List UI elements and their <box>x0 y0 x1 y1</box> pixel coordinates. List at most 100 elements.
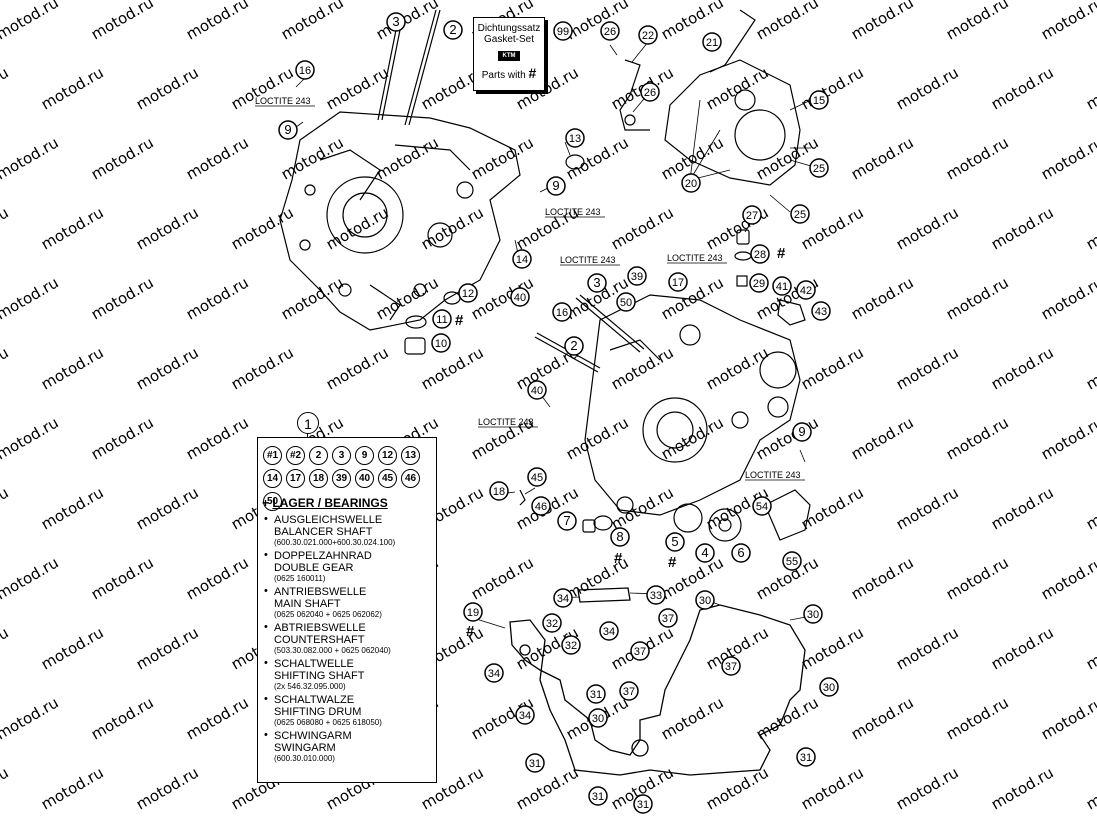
callout-number: 55 <box>786 556 798 568</box>
watermark-text: motod.ru <box>88 553 157 603</box>
callout-circle <box>542 613 562 633</box>
callout-circle <box>586 684 606 704</box>
callout-number: 33 <box>650 590 662 602</box>
gasket-set-hash: # <box>455 312 464 329</box>
bearing-german-name: ABTRIEBSWELLE <box>274 622 366 634</box>
watermark-text: motod.ru <box>893 63 962 113</box>
callout-46: 46 <box>531 496 551 516</box>
callout-number: 12 <box>462 288 474 300</box>
bearing-german-name: SCHALTWELLE <box>274 658 354 670</box>
included-part-chip: 45 <box>378 469 397 488</box>
watermark-text: motod.ru <box>38 343 107 393</box>
callout-20: 20 <box>681 173 701 193</box>
callout-circle <box>527 380 547 400</box>
callout-number: 19 <box>467 607 479 619</box>
callout-circle <box>587 273 607 293</box>
bearings-heading: + LAGER / BEARINGS <box>262 496 388 510</box>
callout-number: 31 <box>800 752 812 764</box>
callout-circle <box>742 205 762 225</box>
bearing-english-name: SHIFTING DRUM <box>274 706 362 718</box>
callout-30: 30 <box>588 708 608 728</box>
callout-3: 3 <box>386 12 406 32</box>
included-part-chip: 17 <box>286 469 305 488</box>
watermark-text: motod.ru <box>1038 413 1097 463</box>
callout-circle <box>431 333 451 353</box>
watermark-text: motod.ru <box>323 203 392 253</box>
callout-circle <box>668 272 688 292</box>
included-part-chip: 9 <box>355 446 374 465</box>
callout-circle <box>809 90 829 110</box>
callout-2: 2 <box>564 336 584 356</box>
callout-circle <box>749 273 769 293</box>
callout-circle <box>552 302 572 322</box>
small-parts-drawing <box>404 154 811 542</box>
watermark-text: motod.ru <box>563 0 632 43</box>
callout-circle <box>803 604 823 624</box>
callout-circle <box>599 621 619 641</box>
watermark-text: motod.ru <box>38 63 107 113</box>
gasket-set-english-label: Gasket-Set <box>483 34 535 45</box>
watermark-text: motod.ru <box>563 413 632 463</box>
watermark-text: motod.ru <box>88 133 157 183</box>
included-part-chip: 12 <box>378 446 397 465</box>
callout-number: 7 <box>563 513 570 528</box>
watermark-text: motod.ru <box>848 553 917 603</box>
callout-number: 32 <box>546 618 558 630</box>
watermark-text: motod.ru <box>753 0 822 43</box>
watermark-text: motod.ru <box>323 343 392 393</box>
callout-circle <box>432 309 452 329</box>
watermark-text: motod.ru <box>0 273 62 323</box>
left-crankcase-drawing <box>279 111 521 331</box>
watermark-text: motod.ru <box>183 693 252 743</box>
watermark-text: motod.ru <box>798 763 867 813</box>
callout-circle <box>386 12 406 32</box>
loctite-label: LOCTITE 243 <box>745 470 801 480</box>
callout-number: 26 <box>604 26 616 38</box>
included-part-chip: 40 <box>355 469 374 488</box>
included-part-chip: #1 <box>263 446 282 465</box>
watermark-text: motod.ru <box>0 413 62 463</box>
watermark-text: motod.ru <box>183 273 252 323</box>
callout-37: 37 <box>721 656 741 676</box>
callout-number: 43 <box>815 306 827 318</box>
callout-50: 50 <box>616 292 636 312</box>
included-part-chip: 39 <box>332 469 351 488</box>
callout-30: 30 <box>819 677 839 697</box>
callout-30: 30 <box>695 590 715 610</box>
callout-circle <box>610 527 630 547</box>
callout-8: 8 <box>610 527 630 547</box>
callout-9: 9 <box>546 176 566 196</box>
watermark-text: motod.ru <box>798 483 867 533</box>
callout-number: 16 <box>556 307 568 319</box>
callout-number: 34 <box>603 626 615 638</box>
callout-circle <box>295 60 315 80</box>
callout-number: 25 <box>794 209 806 221</box>
callout-number: 41 <box>776 281 788 293</box>
callout-number: 13 <box>569 133 581 145</box>
callout-34: 34 <box>599 621 619 641</box>
callout-circle <box>695 590 715 610</box>
callout-14: 14 <box>512 249 532 269</box>
stud-bolts-top <box>377 9 441 126</box>
watermark-text: motod.ru <box>753 133 822 183</box>
watermark-text: motod.ru <box>943 0 1012 43</box>
callout-54: 54 <box>752 496 772 516</box>
callout-31: 31 <box>633 794 653 814</box>
watermark-text: motod.ru <box>183 553 252 603</box>
callout-circle <box>796 280 816 300</box>
callout-circle <box>633 794 653 814</box>
callout-28: 28 <box>750 244 770 264</box>
callout-circle <box>561 635 581 655</box>
right-crankcase-drawing <box>584 294 801 516</box>
bearing-german-name: SCHALTWALZE <box>274 694 355 706</box>
watermark-text: motod.ru <box>943 693 1012 743</box>
callout-40: 40 <box>510 287 530 307</box>
callout-circle <box>527 467 547 487</box>
callout-17: 17 <box>668 272 688 292</box>
watermark-text: motod.ru <box>703 763 772 813</box>
callout-circle <box>646 585 666 605</box>
callout-number: 31 <box>529 758 541 770</box>
